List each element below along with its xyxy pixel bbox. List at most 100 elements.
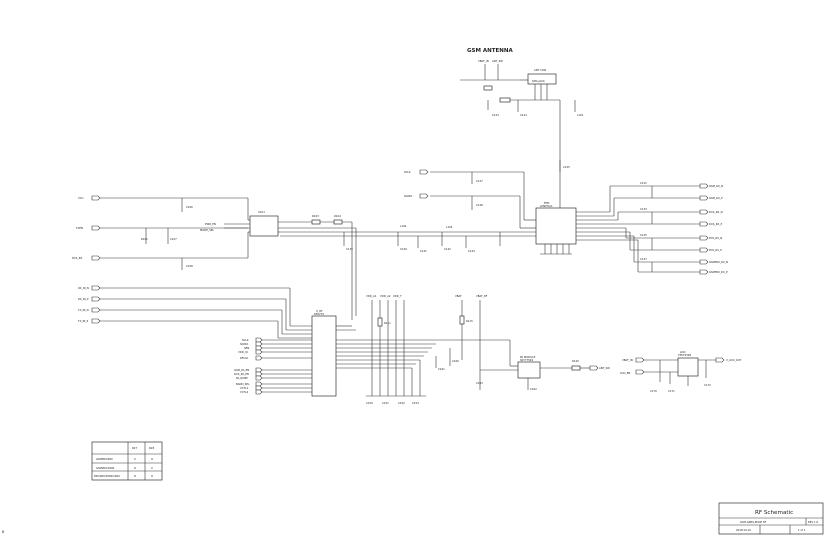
net-ctl-3: BAND_SEL [236,382,250,386]
sheet-title: RF Schematic [755,510,793,516]
fem-outputs: C131 C133 C135 C137 [576,181,700,273]
svg-text:C106: C106 [186,205,193,209]
net-top-1: VBAT_RF [476,294,488,298]
u101-ic [249,215,279,237]
svg-text:C128: C128 [476,203,483,207]
table-cell-1-2: X [151,466,153,470]
net-ifc-1b: SDATA [240,342,249,346]
pa-sub: SKY77549 [520,358,533,362]
svg-text:C161: C161 [438,367,445,371]
svg-text:R103: R103 [312,214,319,218]
svg-text:R101: R101 [141,237,148,241]
svg-text:L105: L105 [446,225,453,229]
svg-text:C170: C170 [650,389,657,393]
net-ctl-5: VCTL2 [240,390,249,394]
ant-conn-label: ANT CON [534,68,546,72]
rf-bus: C127 C128 SCLK SDATA L104 L105 C140 C141… [280,169,536,253]
net-ctl-4: VCTL1 [240,386,249,390]
svg-text:MODE_SEL: MODE_SEL [200,228,214,232]
net-left-0: VCC [78,196,84,200]
right-net-ports: GSM_RX_N GSM_RX_P DCS_RX_N DCS_RX_P PCS_… [699,183,728,275]
net-ctl-0: GSM_PA_EN [234,368,249,372]
net-left-1: TXEN [76,226,83,230]
pa-label: PA MODULE [520,355,536,359]
svg-text:C137: C137 [640,257,647,261]
svg-text:C160: C160 [452,359,459,363]
svg-text:C151: C151 [382,401,389,405]
svg-text:C150: C150 [366,401,373,405]
svg-text:R115: R115 [466,319,473,323]
table-header-1: R27 [132,446,137,450]
main-ic-label: U_RF [316,309,323,313]
sheet-project: GSM-GPRS-EDGE RF [740,520,767,524]
config-table: R27 R28 GSM850/900 X O GSM900/1800 O X 8… [91,441,163,481]
net-right-6: GSM850_RX_N [709,260,728,264]
svg-text:C135: C135 [640,233,647,237]
svg-text:C124: C124 [520,113,527,117]
ldo-circuit: LDO TPS79328 C170 C171 C172 VBAT_IN V_LD… [620,350,742,393]
net-ctl-2: PA_RAMP [236,376,248,380]
svg-text:C172: C172 [704,383,711,387]
title-block: RF Schematic GSM-GPRS-EDGE RF REV 1.0 20… [718,502,824,535]
fem-ic: FEM LMSP3QA [535,201,577,255]
svg-text:C107: C107 [170,237,177,241]
net-ifc-0: SCLK [404,170,411,174]
net-right-7: GSM850_RX_P [709,270,728,274]
fem-sub: LMSP3QA [540,204,553,208]
net-left-3: RX_IN_N [78,286,89,290]
svg-text:C141: C141 [420,249,427,253]
net-right-4: PCS_RX_N [709,236,722,240]
net-ifc-2: SEN [244,346,249,350]
antenna-title: GSM ANTENNA [467,48,513,54]
svg-text:R104: R104 [334,214,341,218]
net-left-4: RX_IN_P [78,297,89,301]
net-left-5: TX_IN_N [78,308,89,312]
svg-text:ANT_SW: ANT_SW [492,59,503,63]
table-cell-2-0: 850/900/1800/1900 [94,474,120,478]
svg-text:VDD_A2: VDD_A2 [380,294,391,298]
svg-text:C162: C162 [530,387,537,391]
net-ifc-0b: SCLK [242,338,249,342]
net-top-0: VBAT [455,294,462,298]
svg-text:C139: C139 [346,247,353,251]
svg-text:C140: C140 [400,247,407,251]
left-top-circuit: C106 R101 C107 C108 U101 PWR_EN MODE_SEL… [72,195,357,320]
svg-text:C163: C163 [476,381,483,385]
main-ic-left-wiring: RX_IN_N RX_IN_P TX_IN_N TX_IN_P SCLK SDA… [78,285,312,395]
net-right-2: DCS_RX_N [709,210,723,214]
svg-text:R111: R111 [384,321,391,325]
net-left-6: TX_IN_P [78,319,89,323]
net-far-right-0: VBAT_IN [622,358,633,362]
sheet-date: 2018.10.10 [736,528,751,532]
net-right-5: PCS_RX_P [709,248,722,252]
table-cell-2-2: O [151,474,153,478]
net-right-0: GSM_RX_N [709,184,723,188]
svg-text:PWR_EN: PWR_EN [205,222,216,226]
svg-text:C143: C143 [468,249,475,253]
svg-text:C123: C123 [492,113,499,117]
net-far-right-2: LDO_EN [620,371,630,375]
svg-text:C125: C125 [563,165,570,169]
svg-text:C152: C152 [398,401,405,405]
table-cell-1-0: GSM900/1800 [96,466,115,470]
svg-text:R120: R120 [572,359,579,363]
svg-text:C108: C108 [186,264,193,268]
net-far-right-1: V_LDO_OUT [726,358,742,362]
main-ic-sub: RF6279 [314,312,324,316]
sheet-rev: REV 1.0 [808,520,819,524]
svg-text:C153: C153 [412,401,419,405]
svg-text:U101: U101 [258,210,265,214]
table-cell-2-1: O [134,474,136,478]
antenna-section: VBAT_IN ANT_SW ANT CON SMA-JACK C123 C12… [460,59,584,210]
svg-text:L101: L101 [577,113,584,117]
svg-text:C171: C171 [668,389,675,393]
fem-label: FEM [544,201,549,205]
ant-connector [527,73,557,85]
net-ifc-3: VDD_IO [238,350,248,354]
pa-module: VBAT VBAT_RF R115 PA MODULE SKY77549 C16… [435,294,610,391]
svg-text:C127: C127 [476,179,483,183]
svg-text:L104: L104 [400,224,407,228]
svg-text:VDD_T: VDD_T [393,294,402,298]
table-header-2: R28 [149,446,154,450]
